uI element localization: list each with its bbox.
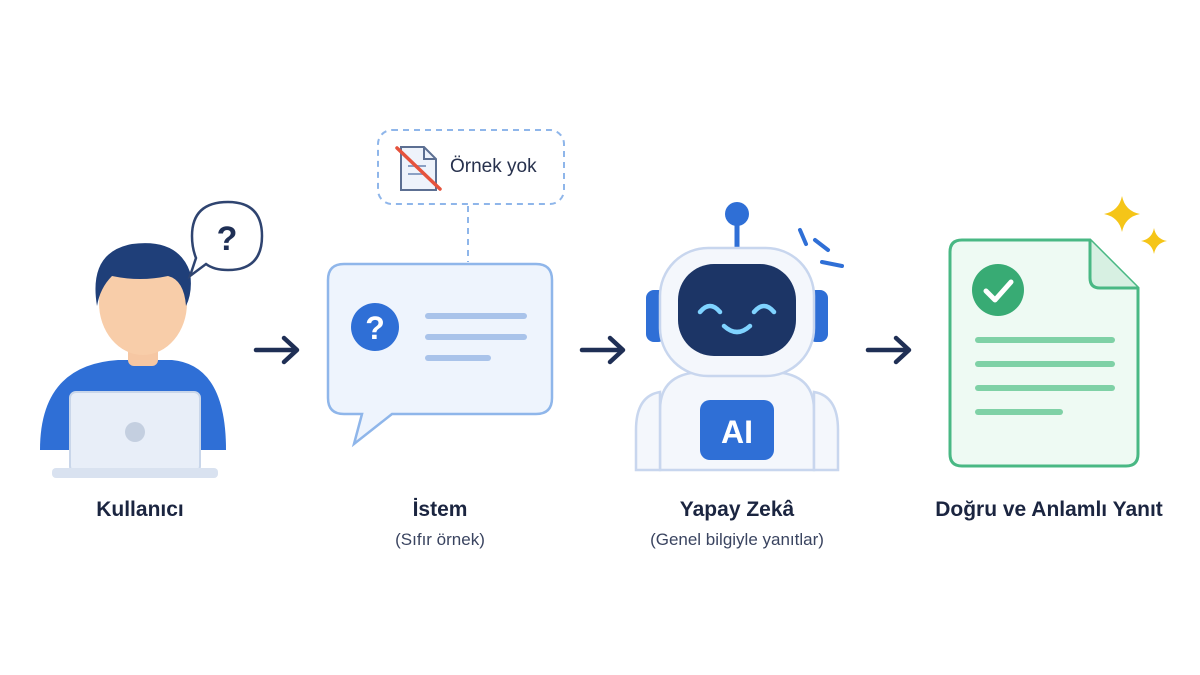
arrow-right-icon [253,335,300,365]
no-document-icon [395,146,442,191]
laptop-icon [52,391,218,478]
question-bubble-icon: ? [187,200,264,280]
step-prompt-subtitle: (Sıfır örnek) [395,530,485,549]
step-ai-subtitle: (Genel bilgiyle yanıtlar) [650,530,824,549]
arrow-right-icon [865,335,912,365]
no-example-label: Örnek yok [450,156,537,177]
checked-document-icon [948,238,1140,468]
step-answer-title: Doğru ve Anlamlı Yanıt [935,498,1163,521]
arrow-right-icon [579,335,626,365]
prompt-question-mark: ? [365,310,385,346]
step-ai-title: Yapay Zekâ [679,498,795,521]
robot-ai-badge: AI [721,414,753,450]
question-mark-text: ? [217,220,238,258]
step-prompt-title: İstem [412,498,468,521]
robot-icon: AI [634,202,844,472]
chat-prompt-icon: ? [326,262,554,448]
step-user-title: Kullanıcı [96,498,184,521]
sparkle-icon [1104,196,1167,254]
